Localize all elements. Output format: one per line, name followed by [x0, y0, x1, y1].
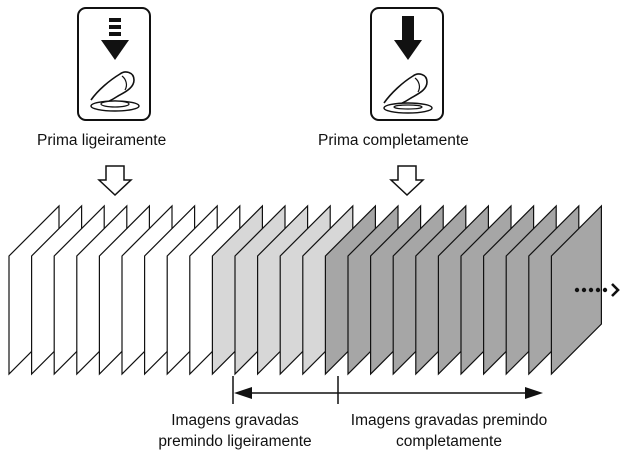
full-press-caption: Imagens gravadas premindo completamente	[338, 410, 560, 452]
range-arrows	[232, 376, 543, 404]
half-press-label: Prima ligeiramente	[37, 132, 167, 149]
full-press-down-arrow	[389, 165, 425, 197]
full-caption-line2: completamente	[396, 433, 502, 450]
image-frames	[8, 204, 603, 376]
shutter-half-press-icon	[77, 7, 151, 121]
left-arrowhead	[234, 387, 252, 399]
half-caption-line2: premindo ligeiramente	[158, 433, 312, 450]
half-caption-line1: Imagens gravadas	[171, 412, 299, 429]
full-press-label: Prima completamente	[318, 132, 469, 149]
shutter-full-press-icon	[370, 7, 444, 121]
full-caption-line1: Imagens gravadas premindo	[350, 412, 548, 429]
continuation-dots-arrow	[574, 283, 620, 297]
right-arrowhead	[525, 387, 543, 399]
half-press-caption: Imagens gravadas premindo ligeiramente	[140, 410, 330, 452]
half-press-down-arrow	[97, 165, 133, 197]
